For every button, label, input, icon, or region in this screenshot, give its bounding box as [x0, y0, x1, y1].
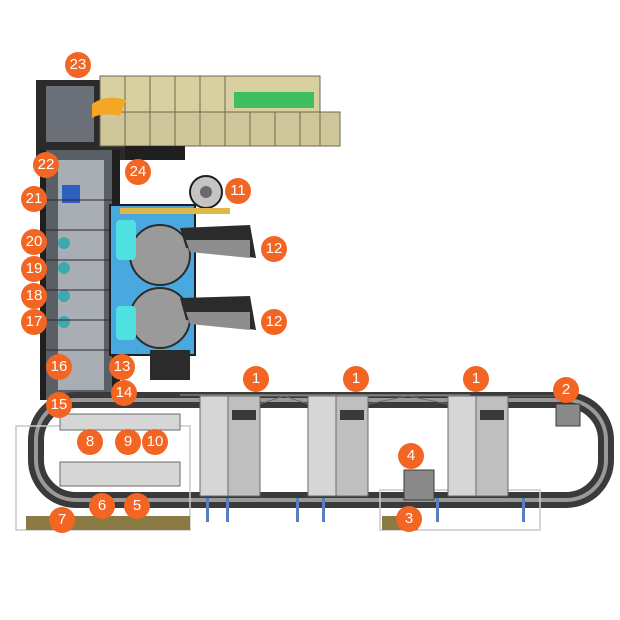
callout-11: 11	[225, 178, 251, 204]
callout-1-b: 1	[343, 366, 369, 392]
callout-12-a: 12	[261, 236, 287, 262]
callout-14: 14	[111, 380, 137, 406]
callout-5: 5	[124, 493, 150, 519]
callout-4: 4	[398, 443, 424, 469]
callout-6: 6	[89, 493, 115, 519]
machine-module-1	[199, 395, 261, 497]
callout-16: 16	[46, 354, 72, 380]
callout-9: 9	[115, 429, 141, 455]
callout-1-c: 1	[463, 366, 489, 392]
callout-8: 8	[77, 429, 103, 455]
callout-18: 18	[21, 283, 47, 309]
tray-storage-rack	[36, 75, 341, 160]
module-bridges	[259, 395, 558, 405]
turntable-lower	[129, 287, 191, 349]
station-4-fixture	[403, 469, 435, 501]
turntable-upper	[129, 224, 191, 286]
robot-gripper-icon	[92, 97, 126, 118]
callout-12-b: 12	[261, 309, 287, 335]
callout-22: 22	[33, 152, 59, 178]
transfer-unit	[555, 403, 581, 427]
turntable-workcell	[109, 175, 256, 380]
callout-13: 13	[109, 354, 135, 380]
callout-1-a: 1	[243, 366, 269, 392]
machine-module-3	[447, 395, 509, 497]
callout-10: 10	[142, 429, 168, 455]
callout-20: 20	[21, 229, 47, 255]
callout-15: 15	[46, 392, 72, 418]
callout-24: 24	[125, 159, 151, 185]
callout-3: 3	[396, 506, 422, 532]
support-legs	[206, 498, 525, 522]
callout-2: 2	[553, 377, 579, 403]
callout-17: 17	[21, 309, 47, 335]
callout-23: 23	[65, 52, 91, 78]
callout-7: 7	[49, 507, 75, 533]
callout-21: 21	[21, 186, 47, 212]
callout-19: 19	[21, 256, 47, 282]
machine-module-2	[307, 395, 369, 497]
